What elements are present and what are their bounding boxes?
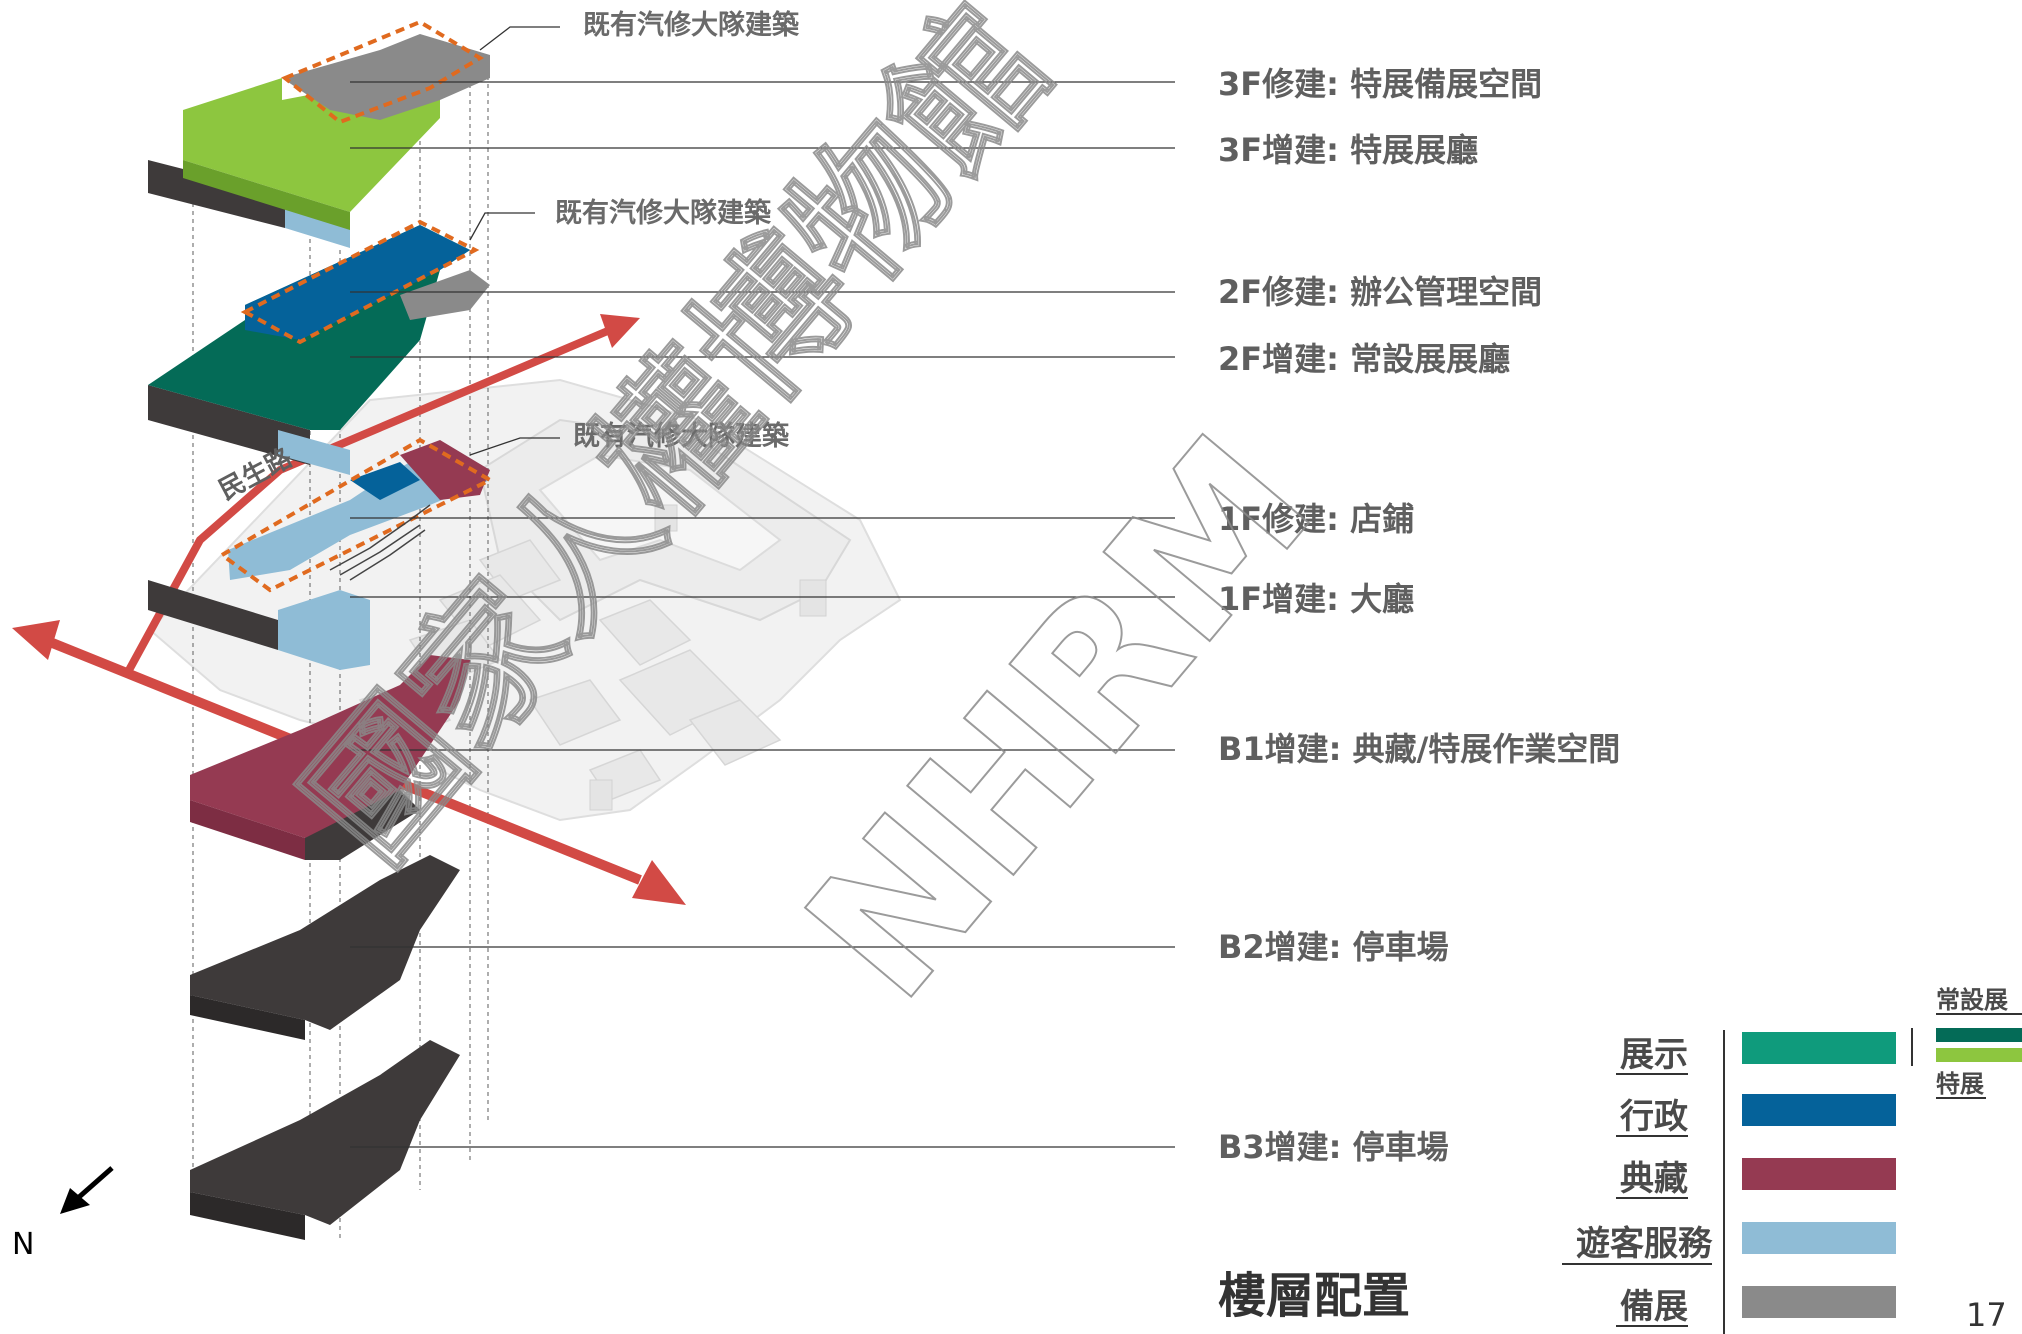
sub-legend-swatch-special — [1936, 1048, 2022, 1062]
page-number: 17 — [1966, 1296, 2007, 1334]
floor-b3 — [190, 1040, 460, 1240]
legend-swatch-collection — [1742, 1158, 1896, 1190]
north-label: N — [12, 1227, 34, 1262]
existing-building-note-3f: 既有汽修大隊建築 — [583, 9, 800, 41]
legend-label-prep: 備展 — [1620, 1287, 1688, 1327]
sub-legend-swatch-permanent — [1936, 1028, 2022, 1042]
existing-building-note-1f: 既有汽修大隊建築 — [573, 420, 790, 452]
floor-label-2f-renovate: 2F修建: 辦公管理空間 — [1218, 273, 1542, 311]
page-title: 樓層配置 — [1218, 1268, 1410, 1324]
floor-label-1f-renovate: 1F修建: 店鋪 — [1218, 500, 1414, 538]
arrow-head-north-icon — [600, 314, 640, 348]
sub-legend: 常設展 特展 — [1911, 986, 2022, 1099]
sub-legend-label-permanent: 常設展 — [1936, 986, 2008, 1014]
legend-label-visitor: 遊客服務 — [1576, 1224, 1713, 1264]
floor-b2 — [190, 855, 460, 1040]
legend-label-admin: 行政 — [1620, 1097, 1688, 1137]
sub-legend-label-special: 特展 — [1936, 1070, 1984, 1098]
floor-label-1f-expand: 1F增建: 大廳 — [1218, 580, 1414, 618]
arrow-head-west-icon — [12, 620, 60, 660]
site-context — [148, 378, 902, 822]
legend-swatch-visitor — [1742, 1222, 1896, 1254]
floor-label-3f-expand: 3F增建: 特展展廳 — [1218, 131, 1478, 169]
north-arrow-icon — [60, 1188, 90, 1214]
legend-swatch-admin — [1742, 1094, 1896, 1126]
legend-label-collection: 典藏 — [1620, 1159, 1688, 1199]
floor-label-b1-expand: B1增建: 典藏/特展作業空間 — [1218, 730, 1620, 768]
legend-swatch-exhibit — [1742, 1032, 1896, 1064]
floor-1f — [148, 437, 495, 670]
floor-3f — [148, 19, 490, 248]
existing-callouts — [469, 26, 560, 456]
floor-label-b2-expand: B2增建: 停車場 — [1218, 928, 1449, 966]
floor-b1 — [190, 655, 470, 860]
floor-2f — [148, 219, 490, 475]
floor-label-b3-expand: B3增建: 停車場 — [1218, 1128, 1449, 1166]
leader-lines — [350, 81, 1175, 1148]
legend: 展示 行政 典藏 遊客服務 備展 — [1562, 1030, 1896, 1334]
floor-label-2f-expand: 2F增建: 常設展展廳 — [1218, 340, 1510, 378]
arrow-head-east-icon — [632, 860, 686, 905]
legend-label-exhibit: 展示 — [1620, 1035, 1688, 1075]
existing-building-note-2f: 既有汽修大隊建築 — [555, 197, 772, 229]
legend-swatch-prep — [1742, 1286, 1896, 1318]
north-arrow: N — [12, 1166, 114, 1262]
floor-label-3f-renovate: 3F修建: 特展備展空間 — [1218, 65, 1542, 103]
